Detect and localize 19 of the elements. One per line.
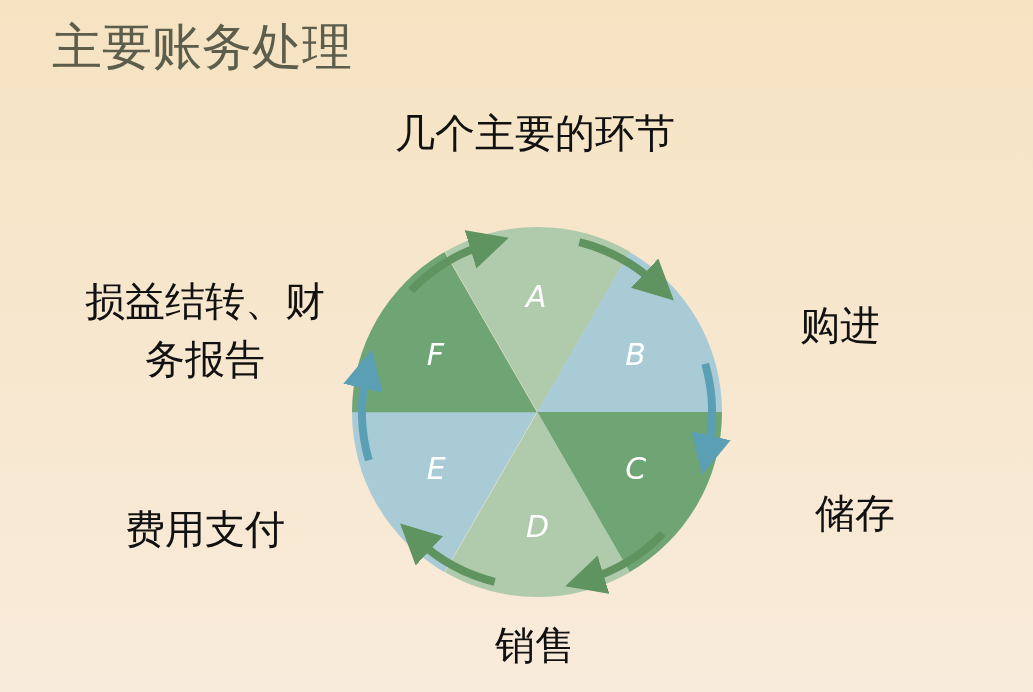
stage-label: 储存 <box>814 489 896 538</box>
curved-arrow <box>344 348 384 462</box>
curved-arrow <box>578 238 675 300</box>
title: 主要账务处理 <box>52 17 352 78</box>
stage-label: 费用支付 <box>124 505 286 554</box>
segment-letter: F <box>426 339 444 370</box>
segment-letter: C <box>625 454 647 485</box>
segment-letter: E <box>426 454 446 485</box>
stage-label: 购进 <box>799 301 881 350</box>
curved-arrow <box>408 231 509 294</box>
stage-label: 销售 <box>494 621 576 670</box>
segment-letter: D <box>526 511 550 542</box>
segment-letter: B <box>625 339 646 370</box>
stage-label: 损益结转、财务报告 <box>84 277 326 384</box>
heading-text: 几个主要的环节 <box>394 109 676 158</box>
curved-arrow <box>690 362 730 476</box>
curved-arrow <box>565 530 666 593</box>
curved-arrow <box>399 524 496 586</box>
segment-letter: A <box>526 282 547 313</box>
